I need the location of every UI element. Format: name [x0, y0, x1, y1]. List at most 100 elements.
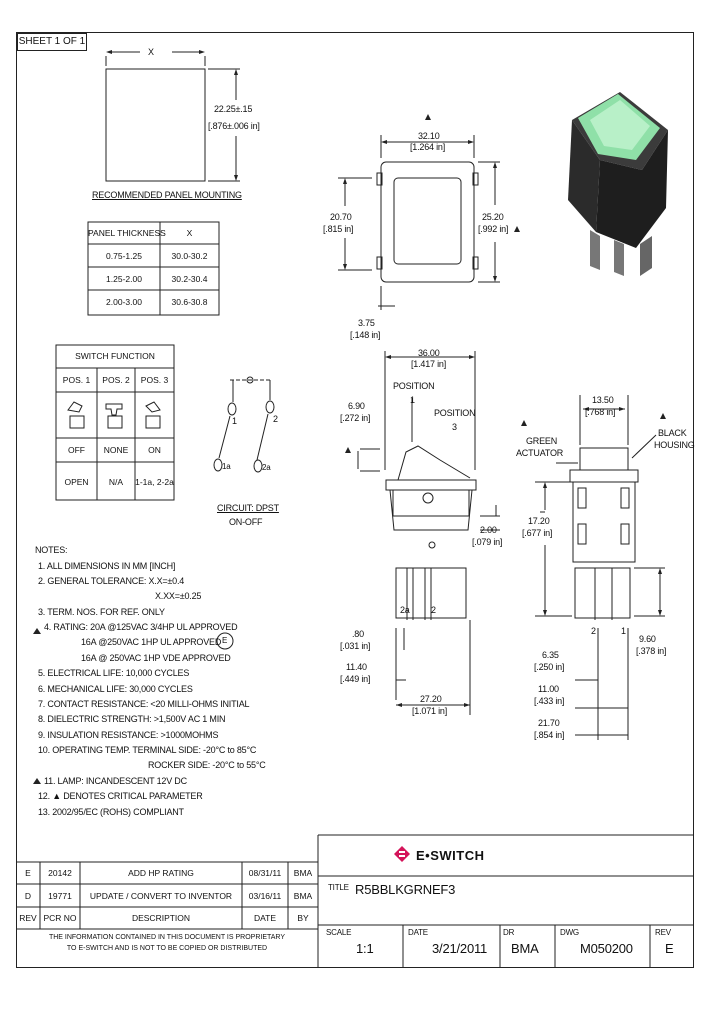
switch-connection: N/A [108, 477, 124, 487]
circuit-caption: CIRCUIT: DPST [217, 503, 279, 513]
desc-header: DESCRIPTION [131, 913, 191, 923]
switch-position: POS. 1 [62, 375, 91, 385]
note-line: 16A @250VAC 1HP UL APPROVED [81, 637, 222, 647]
panel-table-cell: 30.6-30.8 [171, 297, 208, 307]
end-d4-mm: 9.60 [639, 634, 656, 644]
end-width-in: [.768 in] [585, 407, 616, 417]
front-bottom-mm: 3.75 [358, 318, 375, 328]
date-label: DATE [408, 928, 428, 937]
dr-value: BMA [511, 941, 539, 956]
front-outer-mm: 25.20 [482, 212, 504, 222]
side-width-mm: 36.00 [418, 348, 440, 358]
by-cell: BMA [293, 868, 313, 878]
side-pin-in: [.031 in] [340, 641, 371, 651]
end-term-2: 2 [591, 626, 596, 636]
panel-caption: RECOMMENDED PANEL MOUNTING [92, 190, 242, 200]
date-cell: 08/31/11 [248, 868, 282, 878]
position-1-number: 1 [410, 395, 415, 405]
side-pin-len-in: [.449 in] [340, 674, 371, 684]
front-width-in: [1.264 in] [410, 142, 446, 152]
position-1-label: POSITION [393, 381, 435, 391]
side-base-mm: 27.20 [420, 694, 442, 704]
note-line: 1. ALL DIMENSIONS IN MM [INCH] [38, 561, 176, 571]
note-line: 12. ▲ DENOTES CRITICAL PARAMETER [38, 791, 203, 801]
panel-table-header: X [186, 228, 193, 238]
end-d1-mm: 6.35 [542, 650, 559, 660]
circuit-caption-2: ON-OFF [229, 517, 263, 527]
panel-width-label: X [148, 47, 154, 57]
note-line: 3. TERM. NOS. FOR REF. ONLY [38, 607, 165, 617]
front-height-mm: 20.70 [330, 212, 352, 222]
note-line: 2. GENERAL TOLERANCE: X.X=±0.4 [38, 576, 185, 586]
desc-cell: UPDATE / CONVERT TO INVENTOR [89, 891, 233, 901]
note-line: 6. MECHANICAL LIFE: 30,000 CYCLES [38, 684, 193, 694]
scale-value: 1:1 [356, 941, 374, 956]
switch-position: POS. 3 [140, 375, 169, 385]
date-header: DATE [253, 913, 277, 923]
note-line: 7. CONTACT RESISTANCE: <20 MILLI-OHMS IN… [38, 699, 250, 709]
title-label: TITLE [328, 883, 349, 892]
side-base-in: [1.071 in] [412, 706, 448, 716]
rev-header: REV [19, 913, 37, 923]
note-line: 11. LAMP: INCANDESCENT 12V DC [44, 776, 187, 786]
side-term-2a: 2a [400, 605, 410, 615]
side-pin-mm: .80 [352, 629, 364, 639]
housing-label: BLACK [658, 428, 687, 438]
note-line: 5. ELECTRICAL LIFE: 10,000 CYCLES [38, 668, 190, 678]
note-line: 13. 2002/95/EC (ROHS) COMPLIANT [38, 807, 184, 817]
scale-label: SCALE [326, 928, 352, 937]
end-d3-in: [.854 in] [534, 730, 565, 740]
panel-height-mm: 22.25±.15 [214, 104, 253, 114]
actuator-label: GREEN [526, 436, 558, 446]
front-height-in: [.815 in] [323, 224, 354, 234]
side-width-in: [1.417 in] [411, 359, 447, 369]
brand-logo-icon [394, 846, 410, 862]
note-line: 10. OPERATING TEMP. TERMINAL SIDE: -20°C… [38, 745, 257, 755]
end-d3-mm: 21.70 [538, 718, 560, 728]
note-line: 16A @ 250VAC 1HP VDE APPROVED [81, 653, 231, 663]
switch-function-title: SWITCH FUNCTION [75, 351, 155, 361]
end-d4-in: [.378 in] [636, 646, 667, 656]
note-line: ROCKER SIDE: -20°C to 55°C [148, 760, 266, 770]
desc-cell: ADD HP RATING [128, 868, 194, 878]
note-line: 9. INSULATION RESISTANCE: >1000MOHMS [38, 730, 219, 740]
vde-mark: E [222, 636, 228, 645]
end-term-1: 1 [621, 626, 626, 636]
end-body-in: [.677 in] [522, 528, 553, 538]
brand-name: E•SWITCH [416, 848, 485, 863]
dr-label: DR [503, 928, 515, 937]
by-header: BY [297, 913, 309, 923]
side-offset-mm: 6.90 [348, 401, 365, 411]
date-value: 3/21/2011 [432, 941, 488, 956]
end-width-mm: 13.50 [592, 395, 614, 405]
front-bottom-in: [.148 in] [350, 330, 381, 340]
side-step-in: [.079 in] [472, 537, 503, 547]
front-width-mm: 32.10 [418, 131, 440, 141]
switch-state: NONE [103, 445, 129, 455]
date-cell: 03/16/11 [248, 891, 282, 901]
note-line: X.XX=±0.25 [155, 591, 202, 601]
rev-cell: E [25, 868, 31, 878]
pcr-header: PCR NO [43, 913, 77, 923]
circuit-terminal-1a: 1a [222, 462, 231, 471]
end-d2-in: [.433 in] [534, 696, 565, 706]
side-term-2: 2 [431, 605, 436, 615]
end-body-mm: 17.20 [528, 516, 550, 526]
panel-table-header: PANEL THICKNESS [88, 228, 166, 238]
rev-cell: D [24, 891, 32, 901]
dwg-label: DWG [560, 928, 579, 937]
actuator-label-2: ACTUATOR [516, 448, 564, 458]
position-3-number: 3 [452, 422, 457, 432]
panel-table-cell: 30.0-30.2 [171, 251, 208, 261]
housing-label-2: HOUSING [654, 440, 695, 450]
panel-height-in: [.876±.006 in] [208, 121, 260, 131]
end-d2-mm: 11.00 [538, 684, 559, 694]
end-d1-in: [.250 in] [534, 662, 565, 672]
rev-label: REV [655, 928, 671, 937]
switch-connection: OPEN [64, 477, 89, 487]
panel-cutout [105, 68, 206, 182]
circuit-terminal-2: 2 [273, 414, 278, 424]
switch-state: OFF [68, 445, 85, 455]
note-line: 8. DIELECTRIC STRENGTH: >1,500V AC 1 MIN [38, 714, 226, 724]
switch-state: ON [148, 445, 161, 455]
